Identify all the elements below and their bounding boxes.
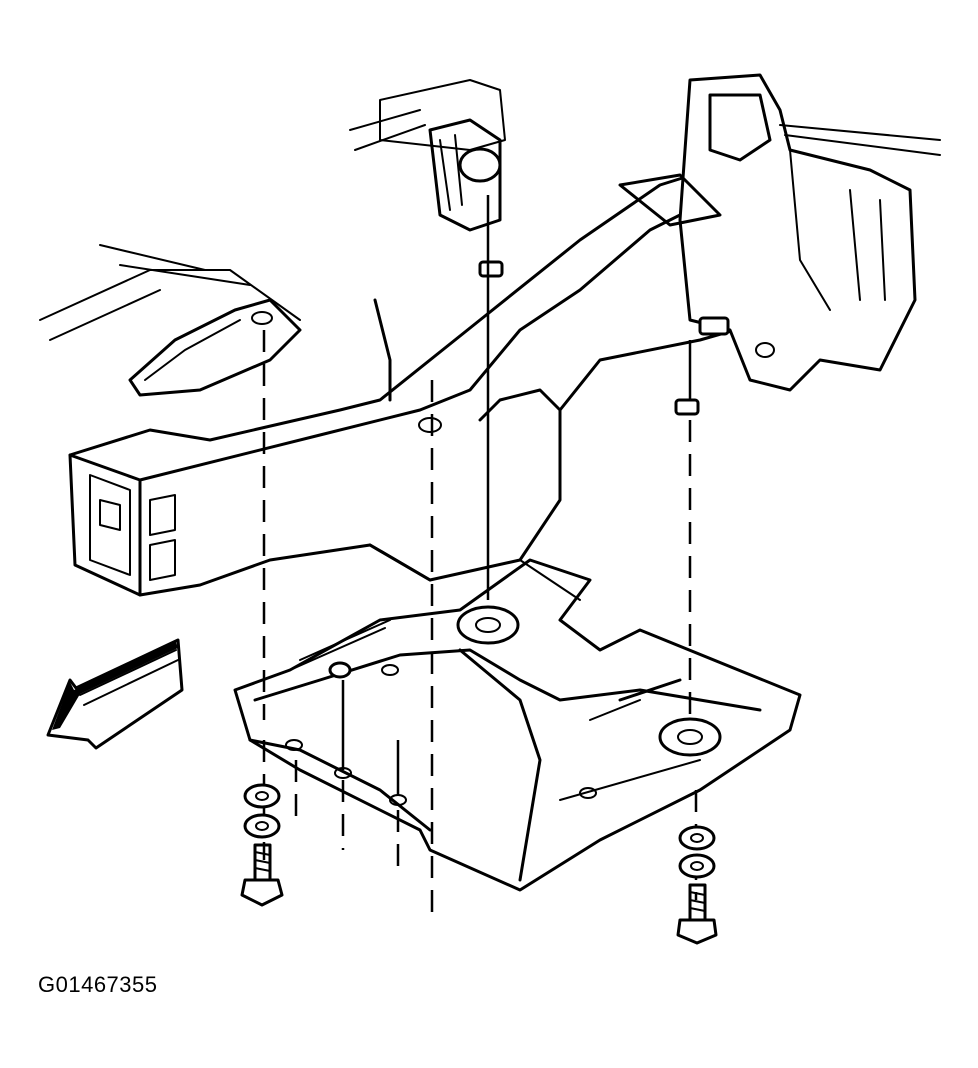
left-fastener-stack	[240, 783, 284, 907]
alignment-lines	[262, 195, 698, 920]
crossmember-beam	[68, 158, 782, 597]
front-direction-arrow-icon	[46, 638, 184, 750]
right-frame-bracket	[618, 73, 941, 416]
engine-mount	[349, 79, 506, 278]
figure-id-label: G01467355	[38, 972, 158, 997]
right-fastener-stack	[676, 825, 718, 945]
left-frame-rail	[39, 244, 302, 397]
skid-plate	[233, 558, 802, 892]
